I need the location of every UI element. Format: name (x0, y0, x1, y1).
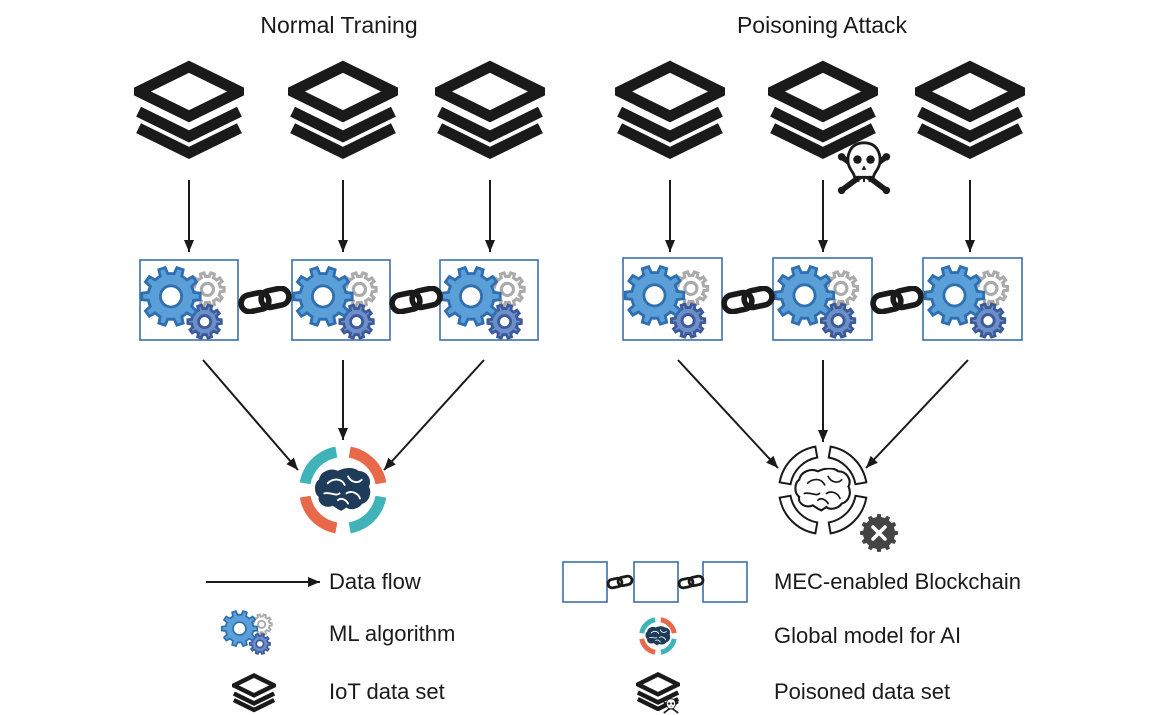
chain-link-icon (391, 287, 442, 314)
legend-blockchain-box (633, 561, 679, 603)
legend-blockchain-label: MEC-enabled Blockchain (774, 569, 1022, 594)
chain-link-icon (872, 287, 923, 314)
legend-ml-algorithm-label: ML algorithm (329, 621, 456, 646)
data-flow-arrow (865, 359, 969, 469)
skull-crossbones-icon (838, 143, 890, 194)
data-set-stack-icon (773, 67, 874, 153)
legend-chain-link-icon (677, 574, 705, 590)
data-flow-arrow (818, 360, 828, 442)
ml-algorithm-gears-icon (773, 264, 860, 339)
legend-iot-data-set-label: IoT data set (329, 679, 445, 704)
ml-algorithm-gears-icon (923, 264, 1010, 339)
legend-global-model-icon (639, 617, 677, 655)
large-blue-gear-icon (623, 264, 686, 326)
large-blue-gear-icon (923, 264, 986, 326)
large-blue-gear-icon (220, 610, 259, 648)
data-set-stack-icon (293, 67, 394, 153)
ml-algorithm-gears-icon (140, 265, 226, 340)
ml-algorithm-gears-icon (623, 264, 710, 339)
normal-training-panel (139, 67, 541, 534)
data-flow-arrow (338, 180, 348, 252)
data-set-stack-icon (440, 67, 541, 153)
chain-link-icon (723, 287, 774, 314)
large-blue-gear-icon (440, 265, 502, 327)
brain-outline-icon (794, 467, 851, 512)
legend-global-model-label: Global model for AI (774, 623, 962, 648)
ml-algorithm-gears-icon (292, 265, 378, 340)
data-flow-arrow (965, 180, 975, 252)
poisoning-attack-panel (620, 67, 1022, 552)
large-blue-gear-icon (773, 264, 836, 326)
error-badge-icon (860, 514, 898, 552)
data-flow-arrow (338, 360, 348, 440)
legend-blockchain-box (702, 561, 748, 603)
data-flow-arrow (665, 180, 675, 252)
data-flow-arrow (485, 180, 495, 252)
chain-link-icon (240, 287, 291, 314)
brain-icon (314, 467, 371, 511)
legend-chain-link-icon (606, 574, 634, 590)
large-blue-gear-icon (140, 265, 202, 327)
legend (206, 561, 748, 714)
ml-algorithm-gears-icon (440, 265, 526, 340)
legend-iot-data-set-icon (234, 676, 274, 710)
legend-ml-algorithm-icon (220, 610, 273, 655)
data-set-stack-icon (920, 67, 1021, 153)
data-flow-arrow (202, 359, 299, 471)
data-flow-arrow (383, 359, 485, 471)
data-flow-arrow (677, 359, 779, 469)
legend-data-flow-arrow-icon (206, 577, 320, 587)
data-flow-arrow (184, 180, 194, 252)
legend-data-flow-label: Data flow (329, 569, 421, 594)
poisoning-attack-title: Poisoning Attack (736, 12, 908, 38)
data-flow-arrow (818, 180, 828, 252)
global-model-ring-icon (299, 446, 387, 534)
legend-blockchain-box (562, 561, 608, 603)
global-model-ring-icon (778, 445, 868, 535)
data-set-stack-icon (139, 67, 240, 153)
large-blue-gear-icon (292, 265, 354, 327)
legend-poisoned-data-set-label: Poisoned data set (774, 679, 951, 704)
normal-training-title: Normal Traning (260, 12, 418, 38)
data-set-stack-icon (620, 67, 721, 153)
legend-brain-icon (645, 626, 671, 646)
